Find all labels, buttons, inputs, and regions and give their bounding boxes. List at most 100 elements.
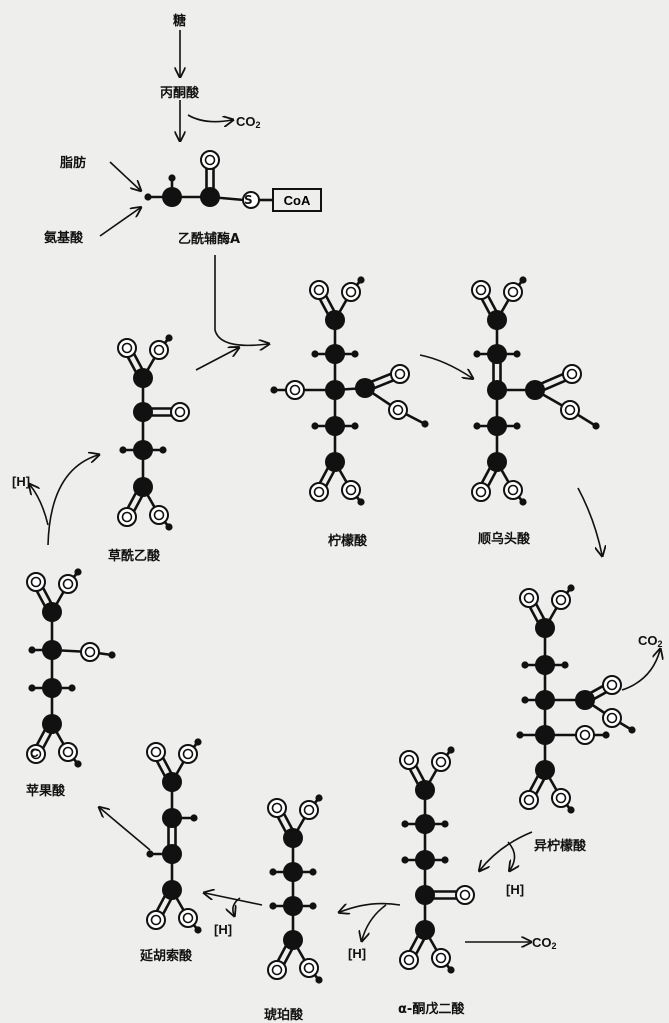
hydrogen-atom (473, 422, 481, 430)
succinate-label: 琥珀酸 (264, 1008, 304, 1023)
arrow-isocitrate-to-ketoglutarate (480, 831, 533, 870)
oxygen-atom-inner (459, 889, 471, 901)
oxygen-atom (149, 340, 169, 360)
hydrogen-atom (315, 976, 323, 984)
carbon-atom (283, 862, 303, 882)
oxygen-atom-inner (174, 406, 186, 418)
oxygen-atom-inner (271, 802, 283, 814)
arrow-amino-acid-input (99, 208, 140, 237)
hydrogen-atom (401, 856, 409, 864)
oxygen-atom (503, 480, 523, 500)
oxygen-atom (390, 364, 410, 384)
hydrogen-atom (144, 193, 152, 201)
carbon-atom (575, 690, 595, 710)
carbon-atom (415, 850, 435, 870)
oxygen-atom (117, 507, 137, 527)
isocitrate-label: 异柠檬酸 (534, 839, 587, 854)
carbon-atom (535, 725, 555, 745)
hydrogen-atom (567, 806, 575, 814)
hydrogen-atom (311, 350, 319, 358)
carbon-atom (133, 477, 153, 497)
hydrogen-label-ketoglutarate: [H] (348, 946, 367, 961)
carbon-atom (525, 380, 545, 400)
fat-label: 脂肪 (60, 156, 87, 171)
hydrogen-atom (108, 651, 116, 659)
hydrogen-atom (168, 174, 176, 182)
bonds-layer (31, 163, 633, 981)
oxygen-atom (551, 590, 571, 610)
carbon-atom (325, 380, 345, 400)
oxygen-atom (471, 482, 491, 502)
oxaloacetate-label: 草酰乙酸 (108, 549, 161, 564)
oxygen-atom (80, 642, 100, 662)
hydrogen-atom (473, 350, 481, 358)
oxygen-atom (26, 572, 46, 592)
hydrogen-label-malate: [H] (12, 474, 31, 489)
sugar-label: 糖 (173, 14, 187, 29)
oxygen-atom-inner (313, 284, 325, 296)
carbon-atom (535, 690, 555, 710)
carbon-atom (283, 930, 303, 950)
arrow-co2-release-pyruvate (187, 114, 232, 122)
hydrogen-atom (146, 850, 154, 858)
carbon-atom (42, 602, 62, 622)
hydrogen-label-succinate: [H] (214, 922, 233, 937)
oxygen-atom-inner (566, 368, 578, 380)
oxygen-atom-inner (182, 912, 194, 924)
hydrogen-atom (159, 446, 167, 454)
arrow-isocitrate-h (507, 841, 515, 870)
carbon-atom (415, 814, 435, 834)
hydrogen-atom (441, 820, 449, 828)
oxygen-atom-inner (606, 712, 618, 724)
oxygen-atom-inner (392, 404, 404, 416)
oxygen-atom-inner (435, 756, 447, 768)
oxygen-atom-inner (150, 914, 162, 926)
hydrogen-label-isocitrate: [H] (506, 882, 525, 897)
fumarate-label: 延胡索酸 (140, 949, 193, 964)
oxygen-atom (170, 402, 190, 422)
hydrogen-atom (194, 926, 202, 934)
co2-text: CO (532, 935, 552, 950)
carbon-atom (162, 880, 182, 900)
hydrogen-atom (269, 902, 277, 910)
carbon-atom (487, 344, 507, 364)
carbon-atom (415, 780, 435, 800)
hydrogen-atom (315, 794, 323, 802)
arrow-ketoglutarate-h (362, 904, 387, 940)
carbon-atom (325, 416, 345, 436)
carbon-atom (325, 344, 345, 364)
carbon-atom (133, 402, 153, 422)
oxygen-atom (309, 482, 329, 502)
oxygen-atom (299, 800, 319, 820)
hydrogen-atom (194, 738, 202, 746)
hydrogen-atom (447, 746, 455, 754)
co2-text: CO (638, 633, 658, 648)
oxygen-atom (285, 380, 305, 400)
hydrogen-atom (269, 868, 277, 876)
oxygen-atom (146, 910, 166, 930)
oxygen-atom-inner (606, 679, 618, 691)
arrow-succinate-h (233, 897, 241, 915)
oxygen-atom-inner (403, 754, 415, 766)
oxygen-atom-inner (345, 484, 357, 496)
hydrogen-atom (28, 646, 36, 654)
malate-label: 苹果酸 (26, 784, 66, 799)
carbon-atom (162, 844, 182, 864)
hydrogen-atom (351, 350, 359, 358)
hydrogen-atom (421, 420, 429, 428)
oxygen-atom-inner (182, 748, 194, 760)
carbon-atom (535, 655, 555, 675)
oxygen-atom-inner (523, 592, 535, 604)
carbon-atom (535, 618, 555, 638)
hydrogen-atom (311, 422, 319, 430)
oxygen-atom-inner (153, 509, 165, 521)
sulfur-atom-label: S (244, 193, 253, 207)
hydrogen-atom (357, 498, 365, 506)
oxygen-atom-inner (555, 792, 567, 804)
arrow-succinate-to-fumarate (205, 893, 263, 906)
oxygen-atom (267, 798, 287, 818)
hydrogen-atom (309, 868, 317, 876)
oxygen-atom (471, 280, 491, 300)
carbon-atom (42, 640, 62, 660)
oxygen-atom (117, 338, 137, 358)
